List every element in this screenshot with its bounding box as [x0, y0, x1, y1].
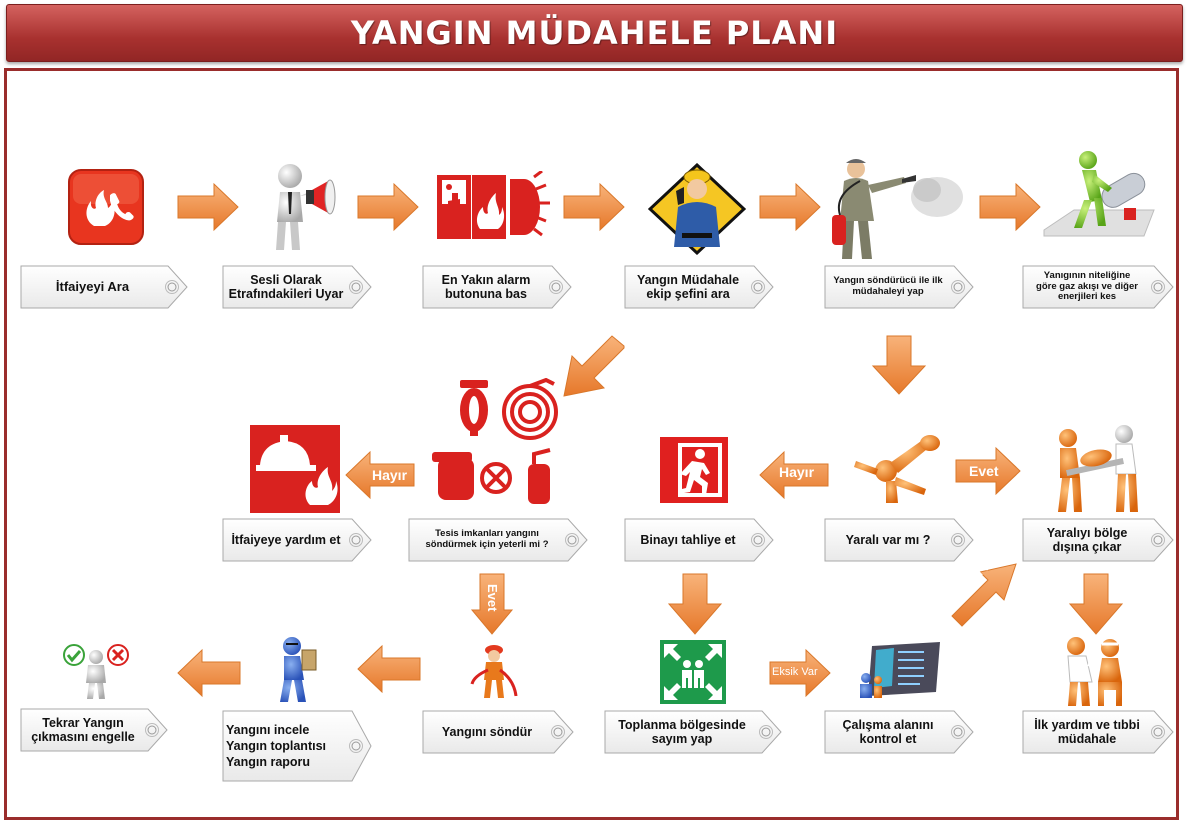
page-title: YANGIN MÜDAHELE PLANI [350, 14, 839, 52]
flow-arrow-right [177, 182, 239, 232]
arrow-label-evet: Evet [485, 584, 500, 612]
extinguisher-worker-icon [822, 155, 972, 265]
step-tahliye: Binayı tahliye et [624, 518, 774, 562]
flow-arrow-left [759, 450, 829, 500]
step-label: İtfaiyeyi Ara [55, 278, 130, 294]
step-label: Toplanma bölgesinde [618, 717, 746, 732]
step-label: İlk yardım ve tıbbi [1034, 717, 1140, 732]
fire-phone-icon [67, 168, 145, 246]
step-yarali-var: Yaralı var mı ? [824, 518, 974, 562]
step-yangini-sondur: Yangını söndür [422, 710, 574, 754]
step-label: Tesis imkanları yangını [435, 528, 539, 540]
flow-arrow-right [759, 182, 821, 232]
step-label: Yangın söndürücü ile ilk [833, 275, 943, 287]
step-label: müdahaleyi yap [852, 286, 924, 297]
assembly-point-icon [660, 640, 726, 704]
check-cross-figure-icon [62, 643, 130, 701]
step-label: müdahale [1057, 732, 1117, 746]
step-label: sayım yap [651, 732, 713, 746]
fire-helmet-sign-icon [250, 425, 340, 513]
step-label: En Yakın alarm [441, 272, 531, 287]
flow-arrow-right [769, 648, 831, 698]
step-label: çıkmasını engelle [31, 730, 135, 744]
step-label: Binayı tahliye et [640, 532, 736, 547]
step-label: kontrol et [859, 732, 917, 746]
step-label: Yaralı var mı ? [845, 532, 931, 547]
emergency-exit-icon [660, 437, 728, 503]
flow-arrow-right [357, 182, 419, 232]
step-itfaiyeye-yardim: İtfaiyeye yardım et [222, 518, 372, 562]
step-label: Etrafındakileri Uyar [228, 287, 344, 301]
flow-arrow-right [955, 446, 1021, 496]
title-banner: YANGIN MÜDAHELE PLANI [6, 4, 1183, 62]
firefighter-phone-icon [647, 162, 747, 257]
flow-arrow-left [345, 450, 415, 500]
flow-arrow-left [177, 648, 241, 698]
step-label: Yangın raporu [226, 755, 311, 770]
flow-arrow-down [871, 335, 927, 395]
checklist-icon [858, 640, 942, 700]
flow-arrow-down [667, 573, 723, 635]
step-label: Yangın toplantısı [226, 738, 327, 753]
first-aid-icon [1058, 634, 1128, 708]
step-label: Yangını incele [226, 722, 310, 737]
step-label: İtfaiyeye yardım et [231, 532, 341, 547]
step-label: Yaralıyı bölge [1046, 525, 1128, 540]
flow-arrow-diagonal [951, 563, 1017, 627]
step-label: Yangını söndür [441, 724, 533, 739]
flow-arrow-right [563, 182, 625, 232]
step-label: söndürmek için yeterli mi ? [425, 539, 549, 550]
question-figure-icon [848, 433, 944, 509]
firefighter-hose-icon [470, 644, 520, 700]
flow-arrow-right [979, 182, 1041, 232]
step-label: dışına çıkar [1052, 540, 1122, 554]
stretcher-icon [1052, 424, 1138, 516]
flow-arrow-down [1068, 573, 1124, 635]
inspector-icon [276, 636, 320, 704]
step-label: Çalışma alanını [842, 717, 934, 732]
diagram-frame [4, 68, 1179, 820]
step-label: Yanıgının niteliğine [1043, 269, 1131, 281]
step-label: butonuna bas [445, 287, 527, 301]
arrow-label-evet: Evet [969, 463, 999, 479]
megaphone-person-icon [262, 160, 338, 252]
flow-arrow-diagonal [563, 335, 625, 397]
step-label: Tekrar Yangın [42, 715, 124, 730]
step-itfaiye-ara: İtfaiyeyi Ara [20, 265, 188, 309]
arrow-label-hayir: Hayır [779, 464, 815, 480]
arrow-label-eksik-var: Eksik Var [772, 666, 818, 678]
flow-arrow-left [357, 644, 421, 694]
flow-arrow-down [470, 573, 514, 635]
fire-equipment-icon [430, 377, 560, 506]
step-label: Sesli Olarak [250, 272, 322, 287]
step-label: enerjileri kes [1057, 291, 1117, 303]
fire-alarm-button-icon [436, 169, 554, 243]
step-label: göre gaz akışı ve diğer [1036, 280, 1138, 292]
step-label: Yangın Müdahale [636, 272, 740, 287]
gas-valve-icon [1042, 150, 1156, 244]
step-label: ekip şefini ara [646, 287, 730, 301]
arrow-label-hayir: Hayır [372, 467, 408, 483]
